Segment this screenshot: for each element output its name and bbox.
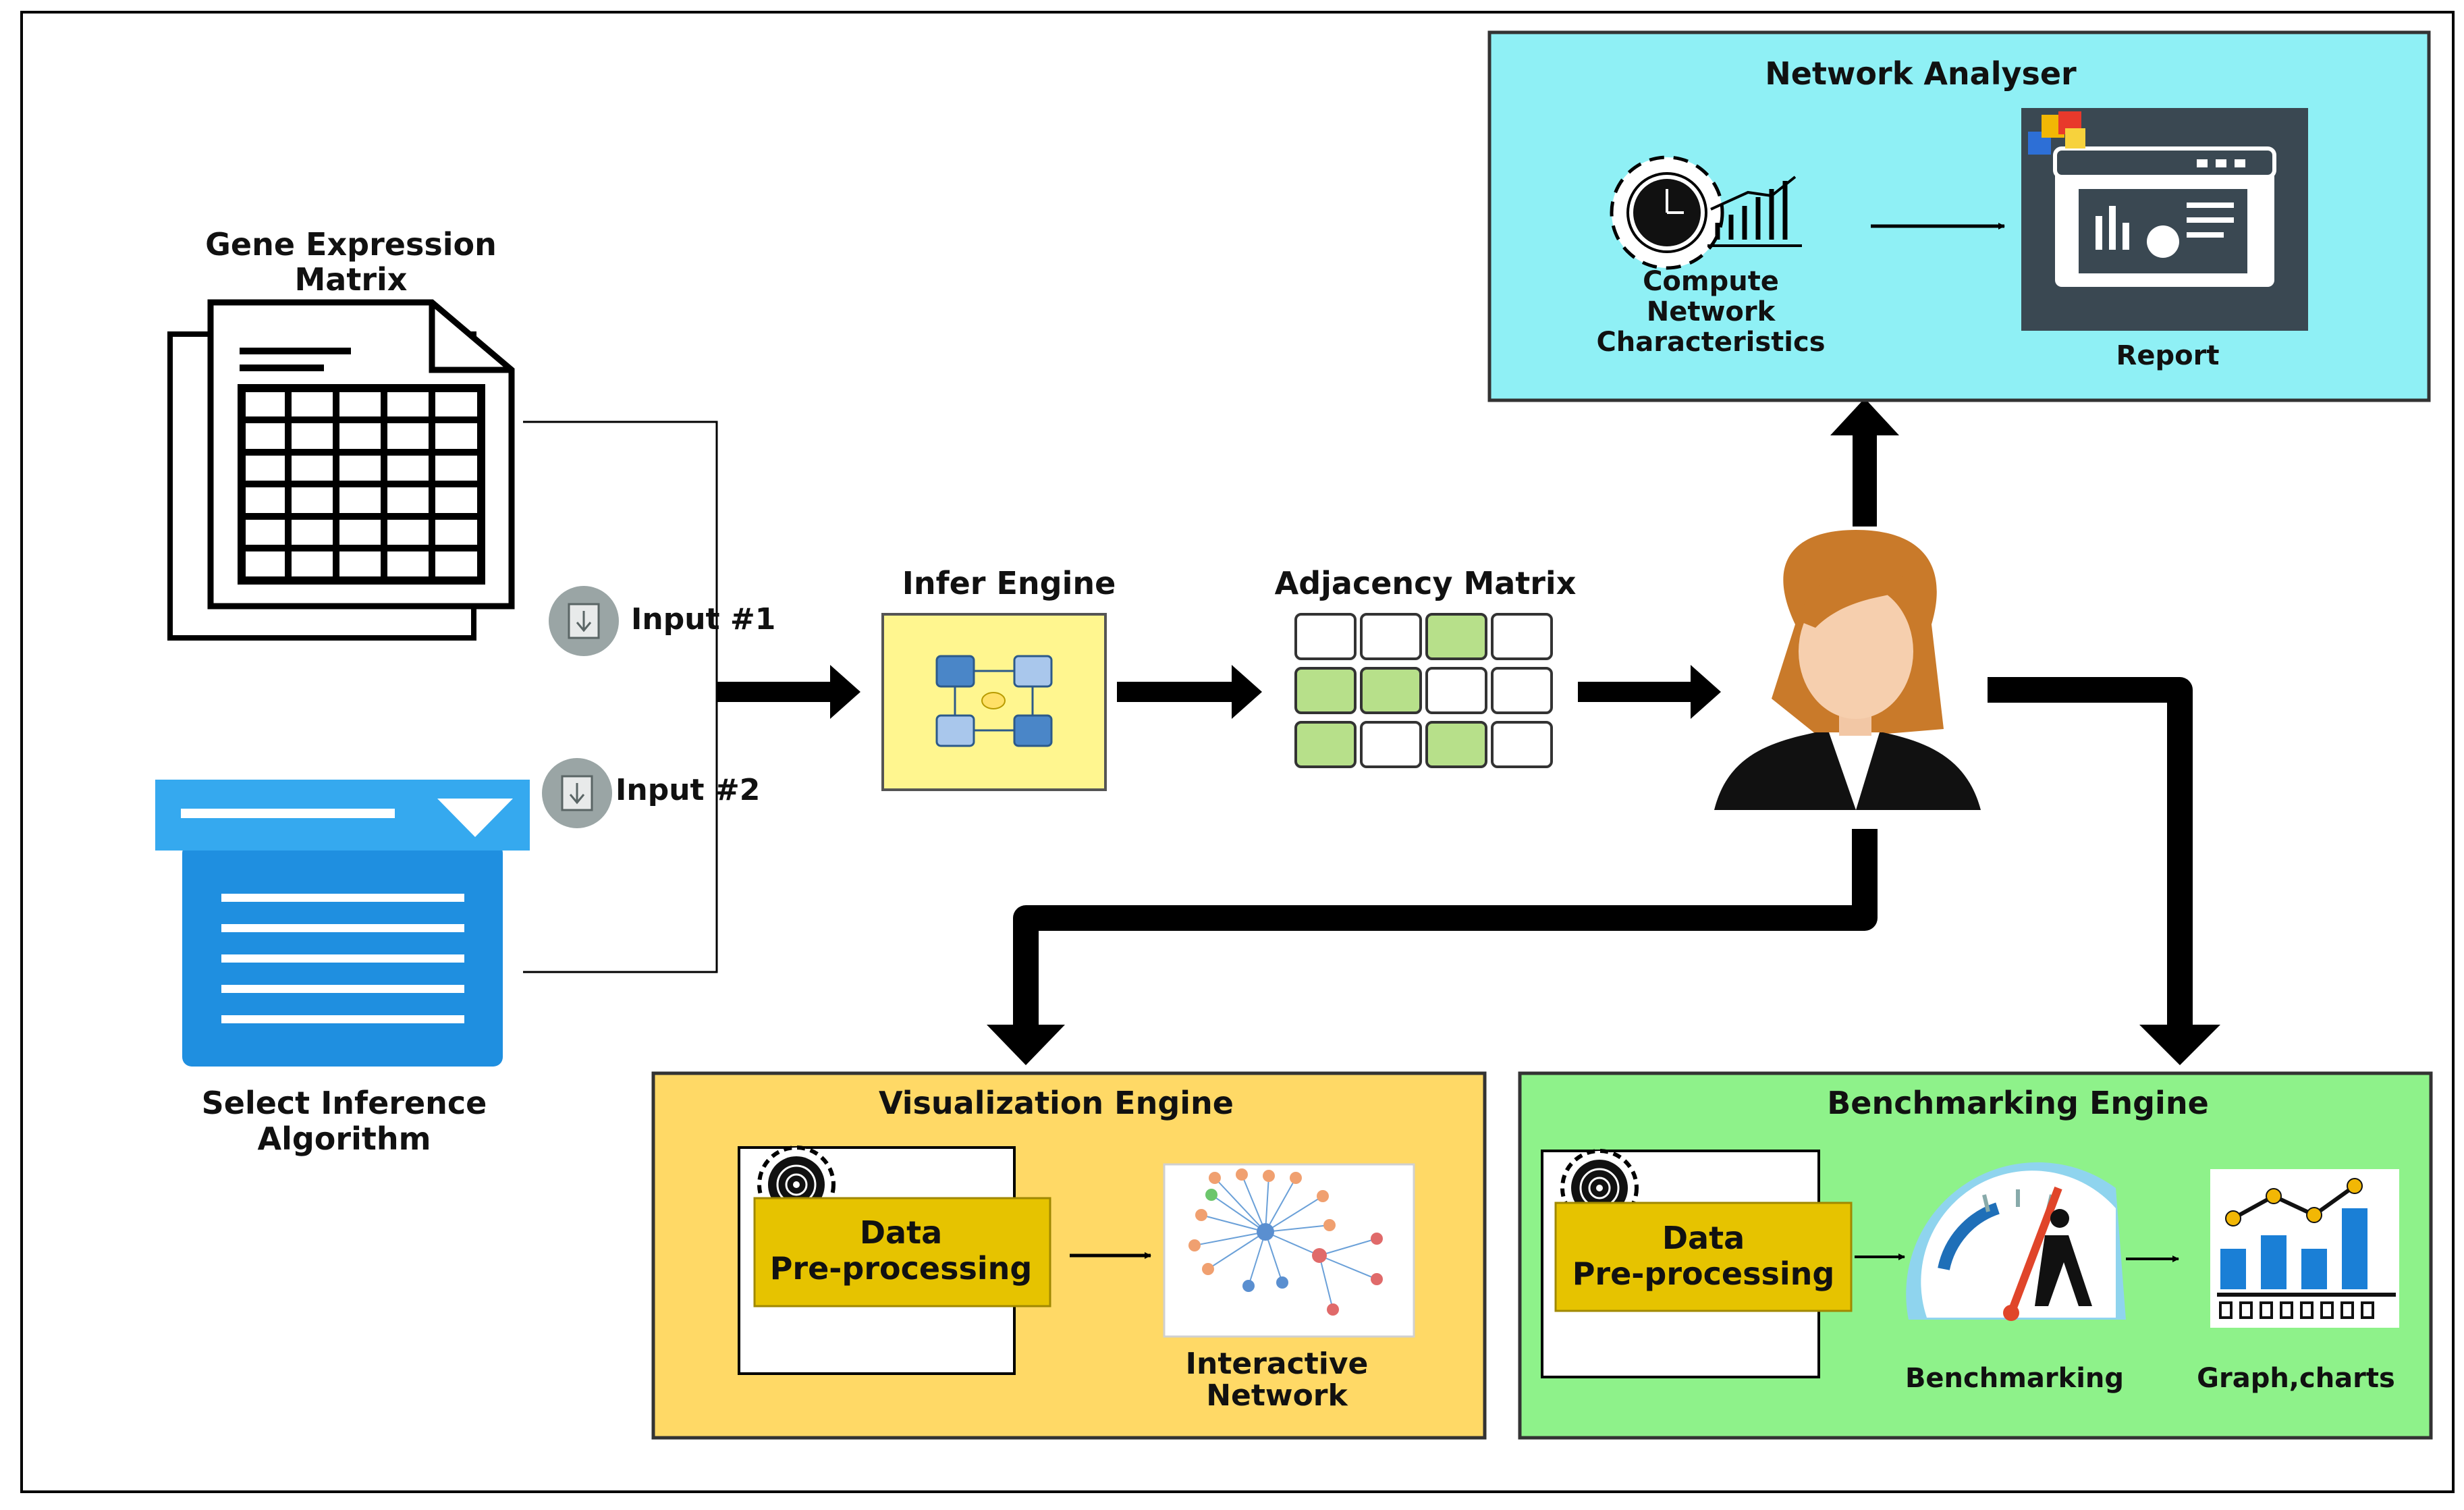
matrix-cell	[1360, 613, 1422, 660]
compute-label-line2: Network	[1647, 296, 1776, 327]
input2-label: Input #2	[615, 773, 760, 807]
arrow-user-to-visualization	[987, 829, 1878, 1065]
adjacency-matrix-title: Adjacency Matrix	[1275, 565, 1577, 601]
benchmarking-label: Benchmarking	[1905, 1363, 2124, 1394]
report-label: Report	[2116, 340, 2220, 371]
infer-engine-title: Infer Engine	[902, 565, 1116, 601]
bench-preprocess-line1: Data	[1662, 1220, 1745, 1256]
adjacency-matrix-grid	[1294, 613, 1553, 768]
compute-label-line3: Characteristics	[1596, 327, 1825, 358]
gene-expression-title-line2: Matrix	[295, 261, 408, 298]
infer-engine-box	[881, 613, 1107, 791]
visualization-engine-panel: Visualization Engine Data Pre-processing	[651, 1071, 1487, 1440]
matrix-cell	[1294, 667, 1357, 714]
charts-label: Graph,charts	[2197, 1363, 2395, 1394]
matrix-cell	[1294, 613, 1357, 660]
matrix-cell	[1425, 613, 1487, 660]
inference-algorithm-label-line2: Algorithm	[257, 1121, 431, 1157]
viz-preprocess-line2: Pre-processing	[770, 1250, 1033, 1287]
interactive-network-line2: Network	[1206, 1378, 1348, 1413]
interactive-network-graph-icon	[1163, 1163, 1415, 1338]
gene-expression-title-line1: Gene Expression	[205, 226, 497, 263]
matrix-cell	[1491, 721, 1553, 768]
viz-preprocess-label-box	[753, 1197, 1051, 1307]
arrow-to-infer-engine	[717, 665, 860, 719]
arrow-user-to-benchmarking	[1988, 677, 2220, 1065]
arrow-user-to-network-analyser	[1830, 398, 1899, 527]
inference-algorithm-label-line1: Select Inference	[202, 1085, 487, 1121]
benchmarking-engine-panel: Benchmarking Engine Data Pre-processing	[1518, 1071, 2433, 1440]
matrix-cell	[1360, 667, 1422, 714]
bar-chart-icon	[2210, 1169, 2399, 1328]
user-avatar	[1714, 530, 1981, 810]
interactive-network-line1: Interactive	[1186, 1347, 1369, 1381]
input1-badge-icon	[549, 586, 619, 656]
matrix-cell	[1425, 667, 1487, 714]
spreadsheet-document-icon	[167, 299, 515, 641]
visualization-engine-title: Visualization Engine	[879, 1085, 1234, 1121]
matrix-cell	[1294, 721, 1357, 768]
benchmarking-engine-title: Benchmarking Engine	[1827, 1085, 2209, 1121]
algorithm-list-icon	[155, 780, 530, 1067]
matrix-cell	[1360, 721, 1422, 768]
bench-preprocess-line2: Pre-processing	[1572, 1256, 1835, 1292]
bench-preprocess-label-box	[1554, 1202, 1853, 1312]
compute-label-line1: Compute	[1643, 266, 1779, 297]
speedometer-icon	[1906, 1162, 2126, 1321]
network-analyser-panel: Network Analyser Compute Network Charact…	[1487, 30, 2431, 402]
compute-gear-icon	[1610, 155, 1802, 270]
report-cubes-icon	[2028, 111, 2085, 155]
input2-badge-icon	[542, 758, 612, 828]
network-analyser-title: Network Analyser	[1765, 55, 2077, 92]
arrow-matrix-to-user	[1578, 665, 1721, 719]
matrix-cell	[1491, 613, 1553, 660]
arrow-infer-to-matrix	[1117, 665, 1262, 719]
input1-label: Input #1	[631, 602, 775, 637]
matrix-cell	[1491, 667, 1553, 714]
matrix-cell	[1425, 721, 1487, 768]
report-icon	[2021, 108, 2308, 331]
viz-preprocess-line1: Data	[860, 1214, 942, 1251]
